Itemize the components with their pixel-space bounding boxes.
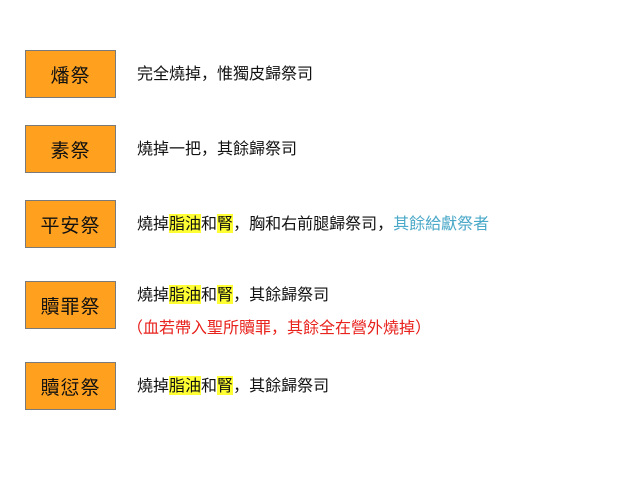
highlight-kidney: 腎 xyxy=(217,214,234,233)
desc-text: 燒掉 xyxy=(137,376,170,395)
highlight-fat: 脂油 xyxy=(169,285,202,304)
blue-text: 其餘給獻祭者 xyxy=(393,214,490,233)
offering-label-text: 贖愆祭 xyxy=(40,376,101,399)
highlight-fat: 脂油 xyxy=(169,214,202,233)
offering-label-sin: 贖罪祭 xyxy=(25,281,116,329)
offering-label-guilt: 贖愆祭 xyxy=(25,362,116,410)
offering-desc-burnt: 完全燒掉，惟獨皮歸祭司 xyxy=(137,64,313,84)
offering-desc-sin: 燒掉脂油和腎，其餘歸祭司 xyxy=(137,285,329,305)
highlight-kidney: 腎 xyxy=(217,376,234,395)
desc-text: 完全燒掉，惟獨皮歸祭司 xyxy=(137,64,314,83)
note-text: （血若帶入聖所贖罪，其餘全在營外燒掉） xyxy=(127,318,432,337)
offering-label-text: 贖罪祭 xyxy=(40,295,101,318)
highlight-fat: 脂油 xyxy=(169,376,202,395)
desc-text: ，其餘歸祭司 xyxy=(233,376,330,395)
desc-text: 和 xyxy=(201,214,218,233)
highlight-kidney: 腎 xyxy=(217,285,234,304)
desc-text: 燒掉 xyxy=(137,214,170,233)
offering-desc-peace: 燒掉脂油和腎，胸和右前腿歸祭司，其餘給獻祭者 xyxy=(137,214,489,234)
desc-text: 和 xyxy=(201,285,218,304)
desc-text: 和 xyxy=(201,376,218,395)
offering-note-sin: （血若帶入聖所贖罪，其餘全在營外燒掉） xyxy=(127,318,431,338)
desc-text: 燒掉一把，其餘歸祭司 xyxy=(137,139,298,158)
offering-desc-guilt: 燒掉脂油和腎，其餘歸祭司 xyxy=(137,376,329,396)
desc-text: ，其餘歸祭司 xyxy=(233,285,330,304)
desc-text: ，胸和右前腿歸祭司， xyxy=(233,214,394,233)
offering-label-burnt: 燔祭 xyxy=(25,50,116,98)
offering-label-grain: 素祭 xyxy=(25,125,116,173)
offering-label-text: 素祭 xyxy=(50,139,91,162)
desc-text: 燒掉 xyxy=(137,285,170,304)
offering-label-text: 燔祭 xyxy=(50,64,91,87)
offering-label-text: 平安祭 xyxy=(40,214,101,237)
offering-desc-grain: 燒掉一把，其餘歸祭司 xyxy=(137,139,297,159)
offering-label-peace: 平安祭 xyxy=(25,200,116,248)
